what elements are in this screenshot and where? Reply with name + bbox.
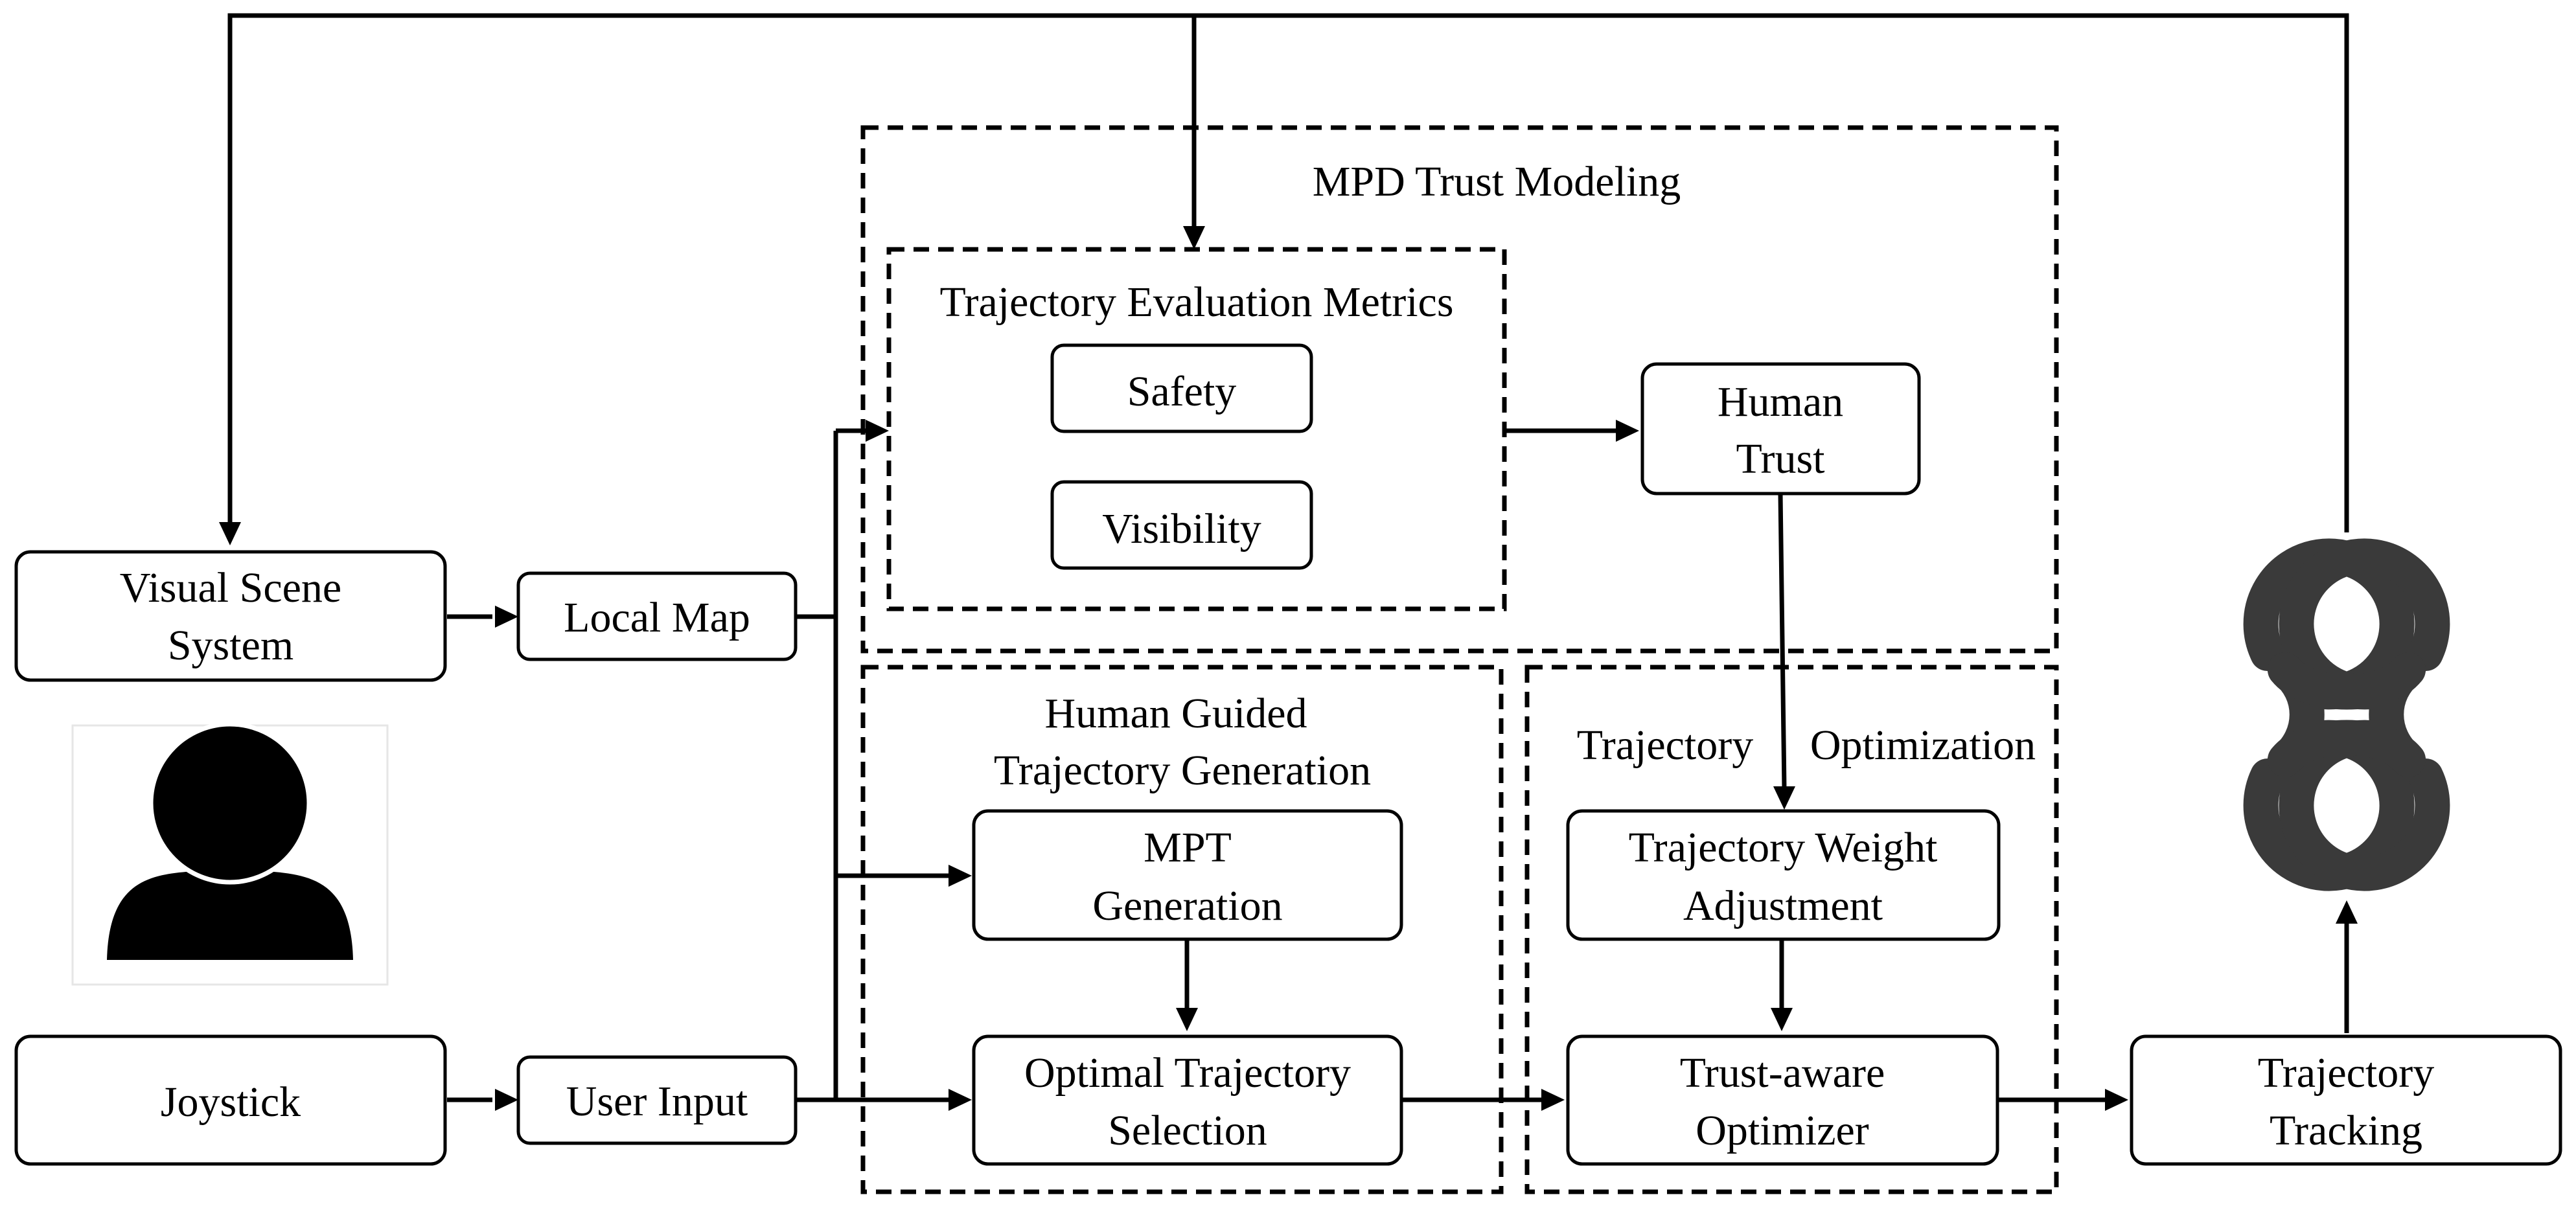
node-joystick-label: Joystick (161, 1078, 301, 1126)
arrowhead (949, 865, 972, 887)
node-visibility: Visibility (1050, 480, 1313, 570)
node-trajectory-tracking-label-1: Trajectory (2258, 1049, 2435, 1097)
node-visibility-label: Visibility (1102, 505, 1261, 553)
node-joystick: Joystick (14, 1034, 447, 1166)
group-evaluation-metrics-title: Trajectory Evaluation Metrics (939, 279, 1453, 326)
node-human-trust-label-2: Trust (1736, 435, 1825, 483)
node-trust-aware-optimizer-label-2: Optimizer (1696, 1107, 1869, 1154)
node-optimal-selection-label-2: Selection (1108, 1107, 1267, 1154)
node-safety: Safety (1050, 343, 1313, 433)
group-trust-modeling (860, 125, 2059, 654)
node-trajectory-tracking: Trajectory Tracking (2130, 1034, 2562, 1166)
group-trajectory-generation (860, 665, 1504, 1194)
node-user-input-label: User Input (566, 1078, 748, 1125)
node-trust-aware-optimizer-label-1: Trust-aware (1680, 1049, 1885, 1097)
group-trajectory-generation-title-2: Trajectory Generation (994, 747, 1371, 794)
node-optimal-selection-label-1: Optimal Trajectory (1024, 1049, 1351, 1097)
node-trust-aware-optimizer: Trust-aware Optimizer (1566, 1034, 1999, 1166)
node-weight-adjustment: Trajectory Weight Adjustment (1566, 809, 2001, 941)
arrowhead (219, 522, 241, 545)
user-silhouette-icon (71, 722, 389, 986)
arrowhead (949, 1089, 972, 1111)
group-trajectory-optimization-title-1: Trajectory (1577, 722, 1754, 769)
arrowhead (2105, 1089, 2128, 1111)
arrowhead (1616, 420, 1639, 442)
node-weight-adjustment-label-2: Adjustment (1683, 882, 1883, 929)
node-human-trust-label-1: Human (1718, 378, 1843, 426)
group-trajectory-optimization (1524, 665, 2059, 1194)
arrowhead (1773, 786, 1795, 810)
node-mpt-generation-label-2: Generation (1092, 882, 1282, 929)
arrowhead (1771, 1008, 1793, 1031)
group-trajectory-optimization-title-2: Optimization (1810, 722, 2036, 769)
node-visual-scene-label-1: Visual Scene (120, 564, 341, 611)
quadcopter-drone-icon (2243, 538, 2450, 891)
node-visual-scene-system: Visual Scene System (14, 550, 447, 682)
group-trajectory-generation-title-1: Human Guided (1044, 690, 1307, 737)
arrowhead (866, 420, 889, 442)
node-human-trust: Human Trust (1640, 362, 1921, 496)
node-local-map: Local Map (516, 571, 798, 661)
node-trajectory-tracking-label-2: Tracking (2270, 1107, 2422, 1154)
arrowhead (495, 606, 518, 628)
arrowhead (1541, 1089, 1565, 1111)
node-visual-scene-label-2: System (168, 622, 293, 669)
arrowhead (2336, 900, 2358, 924)
node-user-input: User Input (516, 1055, 798, 1145)
node-safety-label: Safety (1127, 368, 1237, 415)
node-mpt-generation: MPT Generation (972, 809, 1403, 941)
arrowhead (1176, 1008, 1198, 1031)
feedback-loop-line (227, 13, 2349, 532)
trust-to-weight-line (1778, 493, 1787, 790)
node-local-map-label: Local Map (564, 594, 750, 641)
node-optimal-selection: Optimal Trajectory Selection (972, 1034, 1403, 1166)
node-mpt-generation-label-1: MPT (1144, 824, 1232, 871)
arrowhead (495, 1089, 518, 1111)
group-trust-modeling-title: MPD Trust Modeling (1313, 158, 1681, 205)
arrowhead (1183, 226, 1205, 249)
node-weight-adjustment-label-1: Trajectory Weight (1629, 824, 1938, 871)
